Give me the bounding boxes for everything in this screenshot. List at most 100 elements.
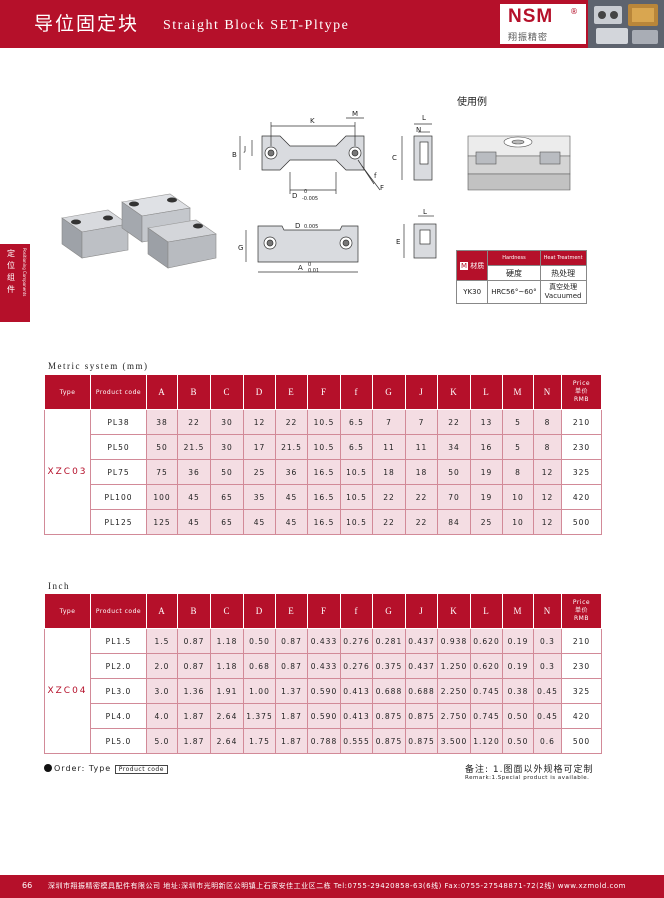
dimension-cell: 3.500 xyxy=(437,728,471,754)
dimension-cell: 10.5 xyxy=(307,409,341,435)
order-note: Order: Type Product code xyxy=(44,764,168,774)
dimension-cell: 2.64 xyxy=(210,703,244,729)
header-col-b: B xyxy=(177,374,211,410)
dim-label-a-tol-bottom: 0.01 xyxy=(308,268,319,274)
dimension-cell: 0.875 xyxy=(372,703,406,729)
dimension-cell: 30 xyxy=(210,409,244,435)
product-code-cell: PL75 xyxy=(90,459,147,485)
page-footer: 66 深圳市翔振精密模具配件有限公司 地址:深圳市光明新区公明镇上石家安佳工业区… xyxy=(0,875,664,898)
dimension-cell: 0.938 xyxy=(437,628,471,654)
price-cell: 325 xyxy=(561,459,602,485)
dim-label-d-tol-bottom: -0.005 xyxy=(302,196,318,202)
hardness-en-header: Hardness xyxy=(487,250,541,266)
dimension-cell: 1.375 xyxy=(243,703,276,729)
dim-label-a: A xyxy=(298,264,303,272)
header-col-f-lower: f xyxy=(340,593,373,629)
dimension-cell: 2.250 xyxy=(437,678,471,704)
dimension-cell: 0.413 xyxy=(340,703,373,729)
dimension-cell: 50 xyxy=(210,459,244,485)
dimension-cell: 4.0 xyxy=(146,703,178,729)
dimension-cell: 45 xyxy=(275,484,308,510)
dimension-cell: 21.5 xyxy=(275,434,308,460)
header-col-k: K xyxy=(437,593,471,629)
dimension-cell: 45 xyxy=(177,509,211,535)
dimension-cell: 13 xyxy=(470,409,503,435)
header-col-m: M xyxy=(502,374,534,410)
price-cell: 325 xyxy=(561,678,602,704)
dimension-cell: 0.87 xyxy=(177,628,211,654)
side-tab-en: Positioning Components xyxy=(22,248,27,297)
dimension-cell: 8 xyxy=(502,459,534,485)
header-price-en: Price xyxy=(572,380,591,387)
dimension-cell: 6.5 xyxy=(340,409,373,435)
dimension-cell: 6.5 xyxy=(340,434,373,460)
dimension-cell: 10 xyxy=(502,509,534,535)
material-label: 材质 xyxy=(470,261,485,270)
dimension-cell: 84 xyxy=(437,509,471,535)
dimension-cell: 1.00 xyxy=(243,678,276,704)
header-product-code: Product code xyxy=(90,374,147,410)
dimension-cell: 0.433 xyxy=(307,653,341,679)
dim-label-n: N xyxy=(416,126,421,134)
dimension-cell: 0.87 xyxy=(275,653,308,679)
header-col-j: J xyxy=(405,593,438,629)
dim-label-d-front-tol: 0.005 xyxy=(304,224,318,230)
price-cell: 210 xyxy=(561,409,602,435)
dimension-cell: 10.5 xyxy=(340,459,373,485)
dimension-cell: 18 xyxy=(372,459,406,485)
heat-value-line1: 真空处理 xyxy=(549,283,578,291)
side-view-drawing xyxy=(401,123,433,181)
price-cell: 230 xyxy=(561,653,602,679)
product-code-cell: PL38 xyxy=(90,409,147,435)
dimension-cell: 22 xyxy=(177,409,211,435)
dimension-cell: 30 xyxy=(210,434,244,460)
dimension-cell: 0.413 xyxy=(340,678,373,704)
header-col-d: D xyxy=(243,374,276,410)
dim-label-f-large: F xyxy=(380,184,384,192)
price-cell: 420 xyxy=(561,703,602,729)
header-col-c: C xyxy=(210,593,244,629)
dimension-cell: 0.875 xyxy=(405,703,438,729)
dimension-cell: 36 xyxy=(177,459,211,485)
dimension-cell: 0.788 xyxy=(307,728,341,754)
dimension-cell: 0.6 xyxy=(533,728,562,754)
header-col-f-upper: F xyxy=(307,374,341,410)
order-product-code-box: Product code xyxy=(114,765,168,774)
dim-label-a-tol-top: 0 xyxy=(308,262,311,268)
dimension-cell: 65 xyxy=(210,509,244,535)
dimension-cell: 5.0 xyxy=(146,728,178,754)
footer-contact-info: 深圳市翔振精密模具配件有限公司 地址:深圳市光明新区公明镇上石家安佳工业区二栋 … xyxy=(48,882,627,890)
dimension-cell: 0.68 xyxy=(243,653,276,679)
dimension-cell: 0.875 xyxy=(405,728,438,754)
dimension-cell: 1.18 xyxy=(210,653,244,679)
dimension-cell: 1.18 xyxy=(210,628,244,654)
header-col-m: M xyxy=(502,593,534,629)
dimension-cell: 34 xyxy=(437,434,471,460)
dim-label-c: C xyxy=(392,154,397,162)
dimension-cell: 2.0 xyxy=(146,653,178,679)
usage-example-label: 使用例 xyxy=(457,97,487,108)
dimension-cell: 7 xyxy=(372,409,406,435)
dimension-cell: 22 xyxy=(405,484,438,510)
dimension-cell: 0.87 xyxy=(275,628,308,654)
dimension-cell: 7 xyxy=(405,409,438,435)
dimension-cell: 11 xyxy=(372,434,406,460)
dimension-cell: 50 xyxy=(146,434,178,460)
product-code-cell: PL50 xyxy=(90,434,147,460)
dimension-cell: 0.50 xyxy=(243,628,276,654)
dim-label-d-tol-top: 0 xyxy=(304,189,307,195)
header-col-d: D xyxy=(243,593,276,629)
dimension-cell: 1.91 xyxy=(210,678,244,704)
dimension-cell: 21.5 xyxy=(177,434,211,460)
end-view-drawing xyxy=(403,215,437,259)
hardness-value: HRC56°~60° xyxy=(487,280,541,304)
header-col-b: B xyxy=(177,593,211,629)
dimension-cell: 0.620 xyxy=(470,628,503,654)
header-price-cn: 单价 xyxy=(574,388,588,395)
dimension-cell: 25 xyxy=(470,509,503,535)
